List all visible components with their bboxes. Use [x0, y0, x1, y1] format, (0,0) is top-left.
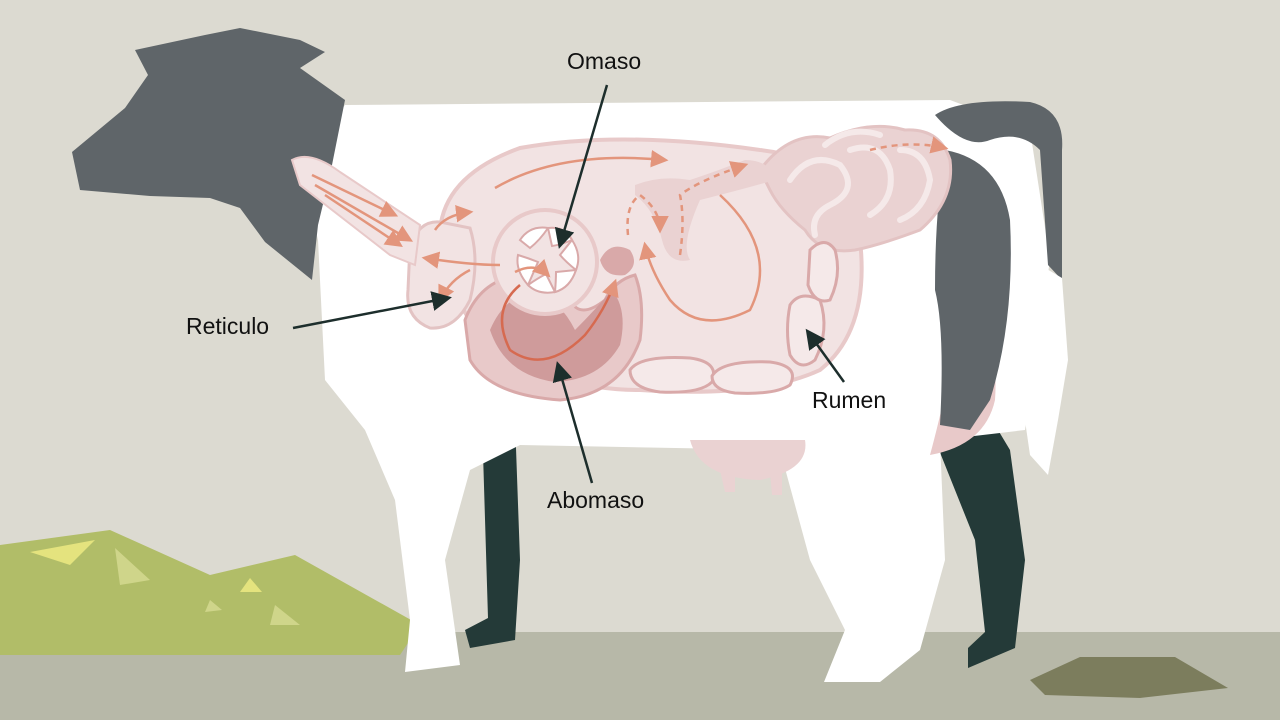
far-back-leg — [935, 400, 1025, 668]
grass-patch — [0, 530, 420, 655]
rumen-leader — [805, 328, 846, 383]
reticulo-leader — [292, 291, 452, 330]
duodenum — [635, 160, 775, 261]
abomaso-leader — [552, 361, 594, 484]
far-front-leg — [465, 420, 520, 648]
abomaso-inner — [490, 290, 623, 382]
omaso-leader — [554, 84, 609, 249]
reticulo-label: Reticulo — [186, 313, 270, 339]
rear-dark-patch — [935, 150, 1011, 430]
rumen-label: Rumen — [812, 387, 887, 413]
dung-patch — [1030, 657, 1228, 698]
udder — [690, 440, 806, 480]
grass-highlights — [30, 540, 300, 625]
tail-base — [935, 101, 1063, 280]
flow-arrows — [311, 136, 949, 361]
omaso-label: Omaso — [567, 48, 642, 74]
intestine-folds — [787, 128, 934, 238]
abomaso-label: Abomaso — [547, 487, 645, 513]
tail-tuft — [1022, 265, 1068, 475]
leader-lines — [292, 84, 846, 484]
cow-head — [72, 28, 345, 280]
